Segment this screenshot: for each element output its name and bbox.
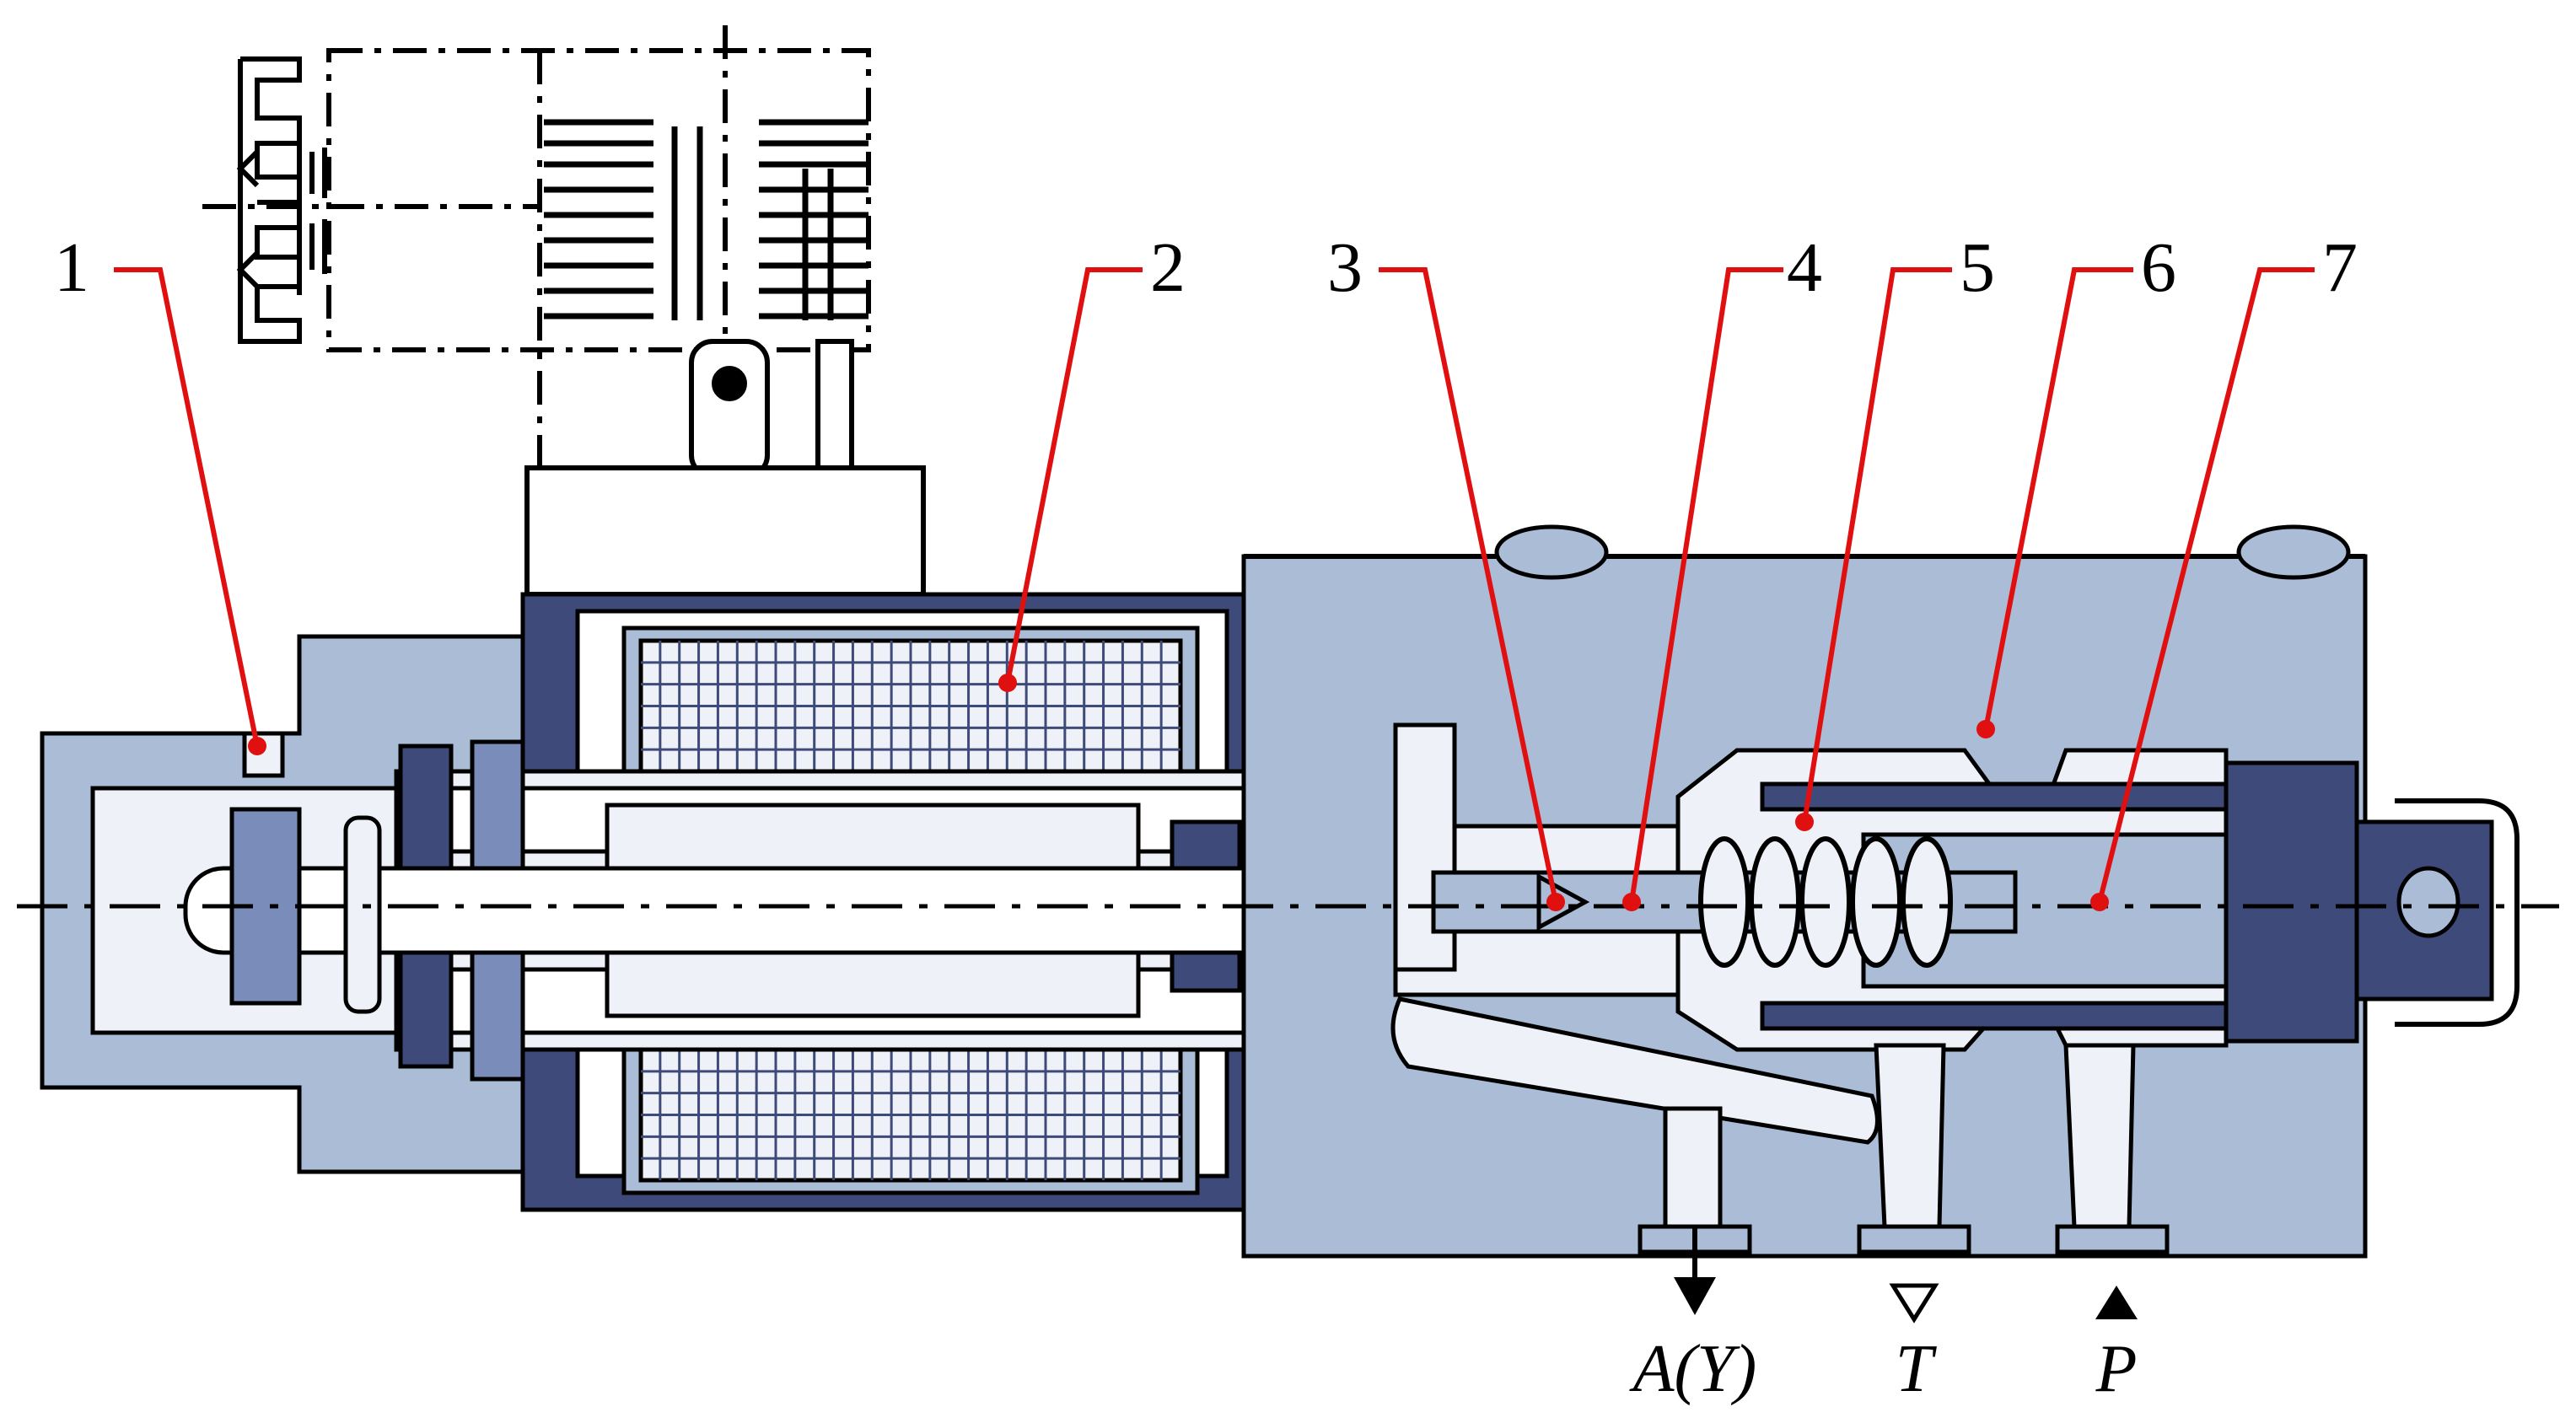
callout-label-2: 2 xyxy=(1150,228,1186,307)
callout-label-6: 6 xyxy=(2141,228,2176,307)
coil-winding-grid xyxy=(641,641,1180,1180)
port-channels xyxy=(1638,1043,2170,1254)
leader-5 xyxy=(1802,267,1952,823)
connector-schematic xyxy=(202,25,871,590)
port-label-a: A(Y) xyxy=(1629,1332,1757,1406)
leader-3 xyxy=(1379,267,1558,903)
callout-label-5: 5 xyxy=(1960,228,1995,307)
callout-dots xyxy=(248,674,2109,911)
port-label-p: P xyxy=(2095,1332,2138,1406)
leader-4 xyxy=(1629,267,1783,903)
callout-label-1: 1 xyxy=(54,228,89,307)
leader-7 xyxy=(2097,267,2315,903)
right-end-plug xyxy=(2224,760,2520,1044)
port-arrows xyxy=(1674,1227,2138,1324)
leader-1 xyxy=(114,267,260,747)
pilot-spring xyxy=(1698,836,1953,968)
port-label-t: T xyxy=(1896,1332,1938,1406)
connector-housing xyxy=(524,465,926,597)
leader-6 xyxy=(1983,267,2133,730)
callout-label-3: 3 xyxy=(1327,228,1363,307)
y-channel xyxy=(1390,996,1880,1229)
leader-2 xyxy=(1005,267,1143,684)
callout-leaders xyxy=(114,267,2315,903)
callout-label-7: 7 xyxy=(2322,228,2358,307)
callout-label-4: 4 xyxy=(1787,228,1822,307)
